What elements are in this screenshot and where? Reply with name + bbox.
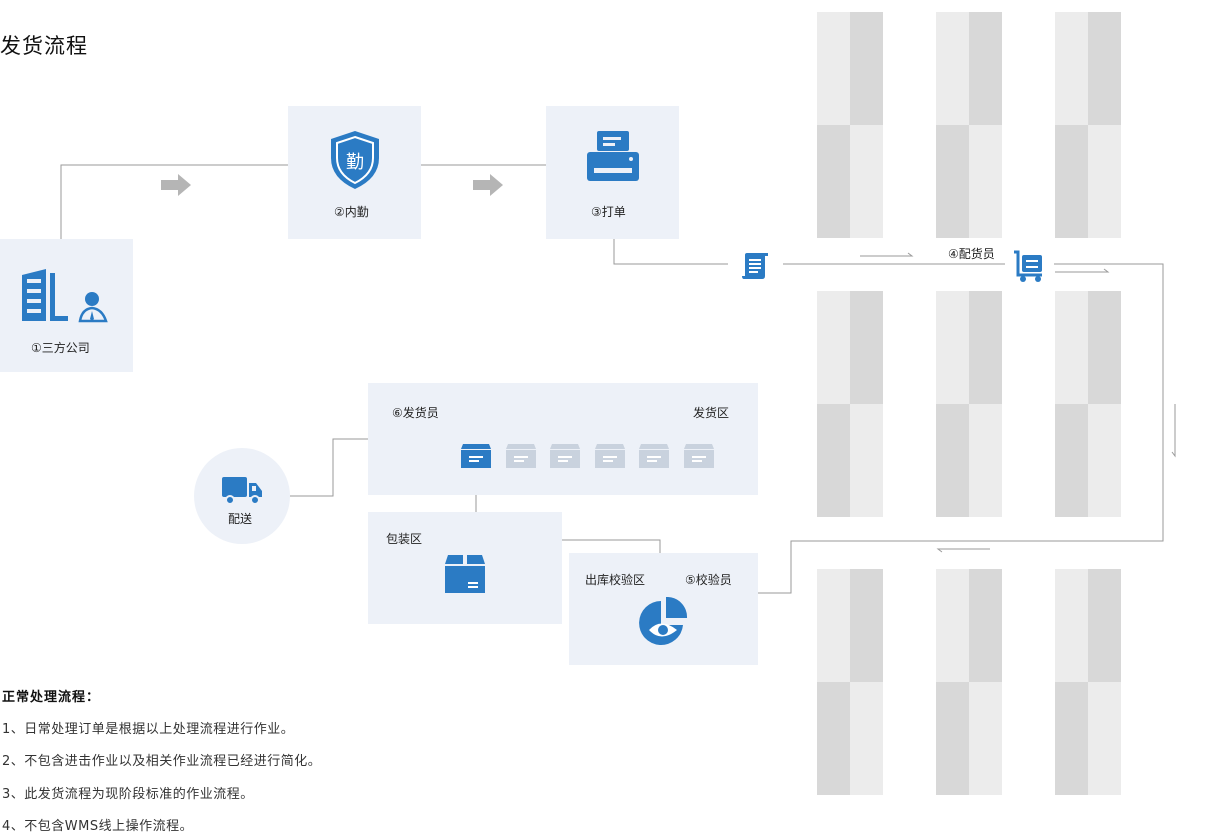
node-internal[interactable]: 勤 ②内勤: [288, 106, 421, 239]
shipping-bin-icon: [505, 444, 536, 468]
shelf-block: [1088, 404, 1121, 517]
building-person-icon: [22, 269, 108, 323]
shelf-block: [936, 125, 969, 238]
shelf-block: [1088, 682, 1121, 795]
shelf-block: [817, 404, 850, 517]
shelf-block: [1088, 291, 1121, 404]
shelf-block: [850, 12, 883, 125]
shelf-block: [1055, 569, 1088, 682]
shelf-block: [1055, 12, 1088, 125]
inspection-zone-label: 出库校验区: [585, 573, 646, 587]
notes-heading: 正常处理流程：: [2, 690, 101, 705]
shelf-block: [817, 291, 850, 404]
shelf-block: [936, 569, 969, 682]
shelf-block: [936, 12, 969, 125]
node-inspector[interactable]: 出库校验区 ⑤校验员: [569, 553, 758, 665]
node-company[interactable]: ①三方公司: [0, 239, 133, 372]
shipping-bin-icon: [639, 444, 669, 468]
arrow-right-1: [161, 174, 191, 196]
node-delivery-label: 配送: [228, 512, 253, 526]
note-item: 4、不包含WMS线上操作流程。: [2, 819, 194, 834]
eye-chart-icon: [639, 597, 688, 645]
shelf-block: [1088, 125, 1121, 238]
shipping-bin-icon: [550, 444, 580, 468]
node-picker-label: ④配货员: [948, 247, 995, 261]
shelf-block: [1055, 291, 1088, 404]
connector-company-internal: [60, 164, 288, 239]
node-print[interactable]: ③打单: [546, 106, 679, 239]
node-delivery[interactable]: 配送: [194, 448, 290, 544]
shelf-block: [1055, 404, 1088, 517]
note-item: 2、不包含进击作业以及相关作业流程已经进行简化。: [2, 754, 322, 769]
shipping-bin-icon: [594, 444, 625, 468]
shelf-block: [1055, 125, 1088, 238]
shelf-block: [1088, 12, 1121, 125]
note-item: 1、日常处理订单是根据以上处理流程进行作业。: [2, 722, 295, 737]
document-scroll-icon: [742, 253, 768, 279]
shelf-block: [850, 682, 883, 795]
shelf-block: [817, 569, 850, 682]
shipping-bin-icon: [461, 444, 491, 468]
node-inspector-label: ⑤校验员: [685, 573, 732, 587]
shelf-block: [1055, 682, 1088, 795]
shelf-block: [969, 125, 1002, 238]
node-shipper-label: ⑥发货员: [392, 406, 439, 420]
shelf-block: [969, 12, 1002, 125]
shelf-block: [1088, 569, 1121, 682]
connector-shipper-delivery: [290, 438, 368, 497]
shelf-block: [969, 291, 1002, 404]
shelf-block: [850, 404, 883, 517]
shelf-block: [817, 682, 850, 795]
note-item: 3、此发货流程为现阶段标准的作业流程。: [2, 787, 254, 802]
shelf-block: [969, 569, 1002, 682]
box-icon: [445, 555, 485, 593]
shelf-block: [936, 291, 969, 404]
shelf-block: [936, 682, 969, 795]
packing-zone-label: 包装区: [386, 532, 423, 546]
arrow-thin-2: [1055, 268, 1110, 273]
shelf-block: [817, 12, 850, 125]
shelf-block: [969, 404, 1002, 517]
shelf-block: [850, 291, 883, 404]
node-shipper[interactable]: ⑥发货员 发货区: [368, 383, 758, 495]
truck-icon: [222, 477, 262, 505]
node-packing[interactable]: 包装区: [368, 512, 562, 624]
node-company-label: ①三方公司: [31, 341, 90, 355]
shelf-block: [850, 569, 883, 682]
arrow-thin-left: [936, 548, 990, 553]
cart-icon[interactable]: [1012, 249, 1046, 283]
connector-inspector-packing: [562, 539, 661, 553]
shelf-block: [936, 404, 969, 517]
printer-icon: [587, 131, 639, 181]
page-title: 发货流程: [0, 34, 88, 58]
connector-print-order: [613, 239, 728, 265]
node-internal-label: ②内勤: [334, 205, 369, 219]
shipping-bin-icon: [683, 444, 714, 468]
shelf-block: [969, 682, 1002, 795]
shipping-zone-label: 发货区: [693, 406, 730, 420]
node-print-label: ③打单: [591, 205, 626, 219]
arrow-right-2: [473, 174, 503, 196]
arrow-thin-down: [1171, 404, 1176, 458]
arrow-thin-1: [860, 252, 914, 257]
shelf-block: [817, 125, 850, 238]
shield-char: 勤: [346, 152, 364, 173]
shield-icon: 勤: [331, 131, 379, 189]
shelf-block: [850, 125, 883, 238]
